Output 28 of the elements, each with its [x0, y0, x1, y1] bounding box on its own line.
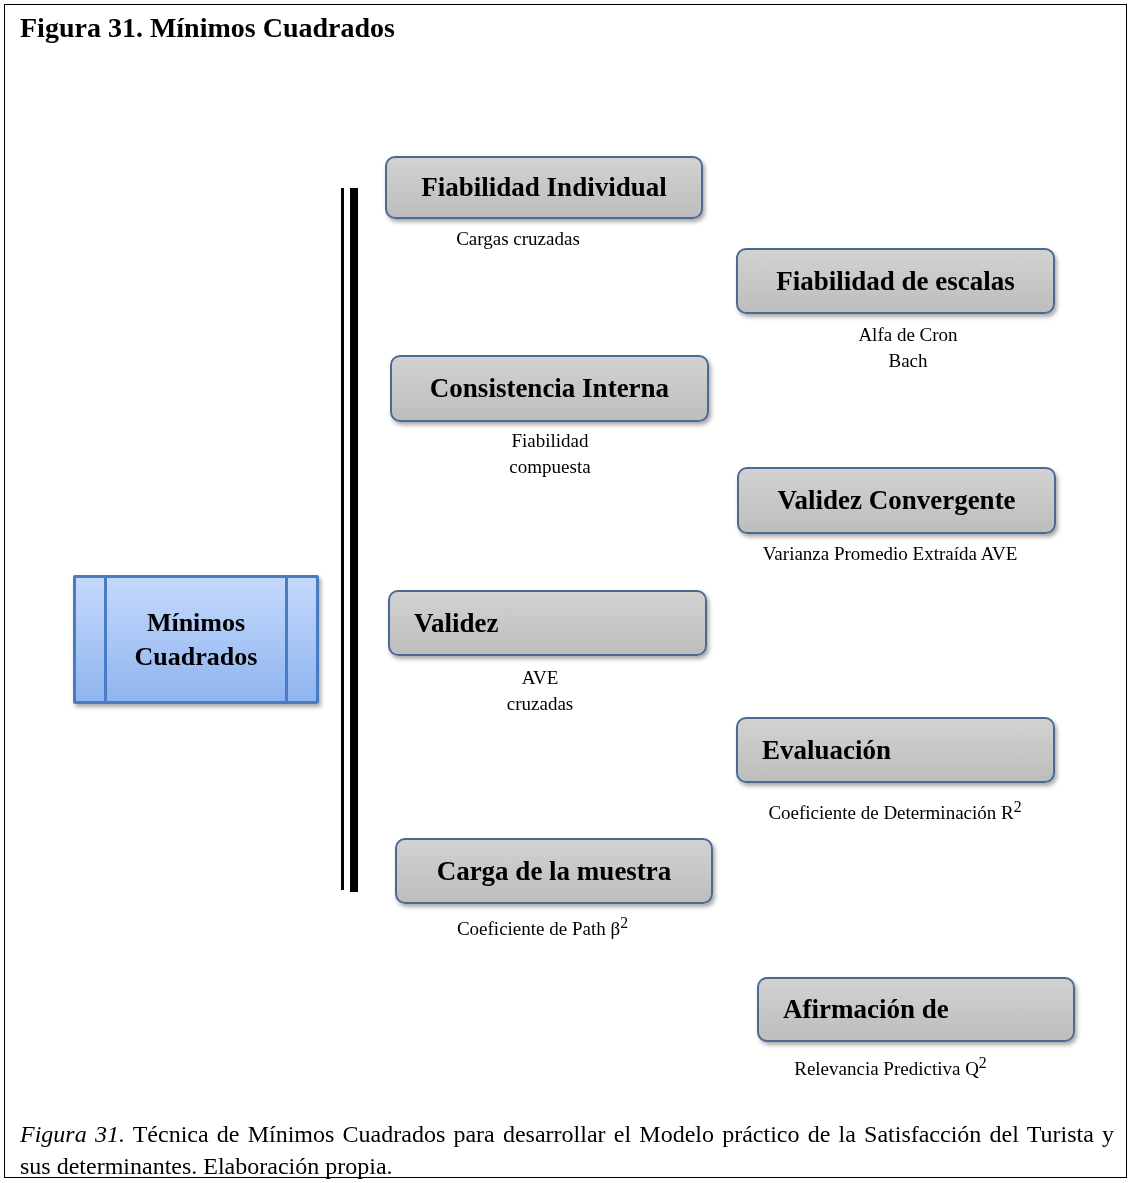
process-box	[388, 590, 707, 656]
node-text: Mínimos Cuadrados	[133, 606, 259, 673]
process-box	[757, 977, 1075, 1042]
node-note: Relevancia Predictiva Q$^{2}$	[793, 1053, 988, 1082]
node-text: Carga de la muestra	[436, 855, 672, 887]
process-box	[737, 467, 1056, 534]
node-text: Afirmación de	[783, 994, 949, 1025]
process-box	[395, 838, 713, 904]
main-process-box	[73, 575, 319, 704]
process-box	[736, 248, 1055, 314]
node-note: Varianza Promedio Extraída AVE	[761, 542, 1019, 566]
node-note: Coeficiente de Path β$^{2}$	[455, 913, 630, 942]
node-note: AVE cruzadas	[505, 666, 575, 716]
node-note: Coeficiente de Determinación R$^{2}$	[767, 797, 1023, 826]
node-note: Fiabilidad compuesta	[508, 429, 592, 479]
node-text: Fiabilidad Individual	[421, 172, 667, 203]
node-text: Validez Convergente	[777, 485, 1016, 516]
figure-caption: Figura 31. Técnica de Mínimos Cuadrados para desarrollar el Modelo práctico de la Satisfacción del Turista y sus determinantes. Elaboración propia.	[20, 1120, 1114, 1181]
figure-title: Figura 31. Mínimos Cuadrados	[20, 12, 395, 44]
process-box	[390, 355, 709, 422]
process-box	[385, 156, 703, 219]
node-text: Evaluación	[762, 734, 892, 766]
process-box	[736, 717, 1055, 783]
node-text: Fiabilidad de escalas	[776, 265, 1015, 297]
node-note: Cargas cruzadas	[455, 227, 581, 251]
node-text: Validez	[414, 607, 499, 639]
node-note: Alfa de Cron Bach	[857, 323, 959, 373]
node-text: Consistencia Interna	[429, 373, 670, 404]
